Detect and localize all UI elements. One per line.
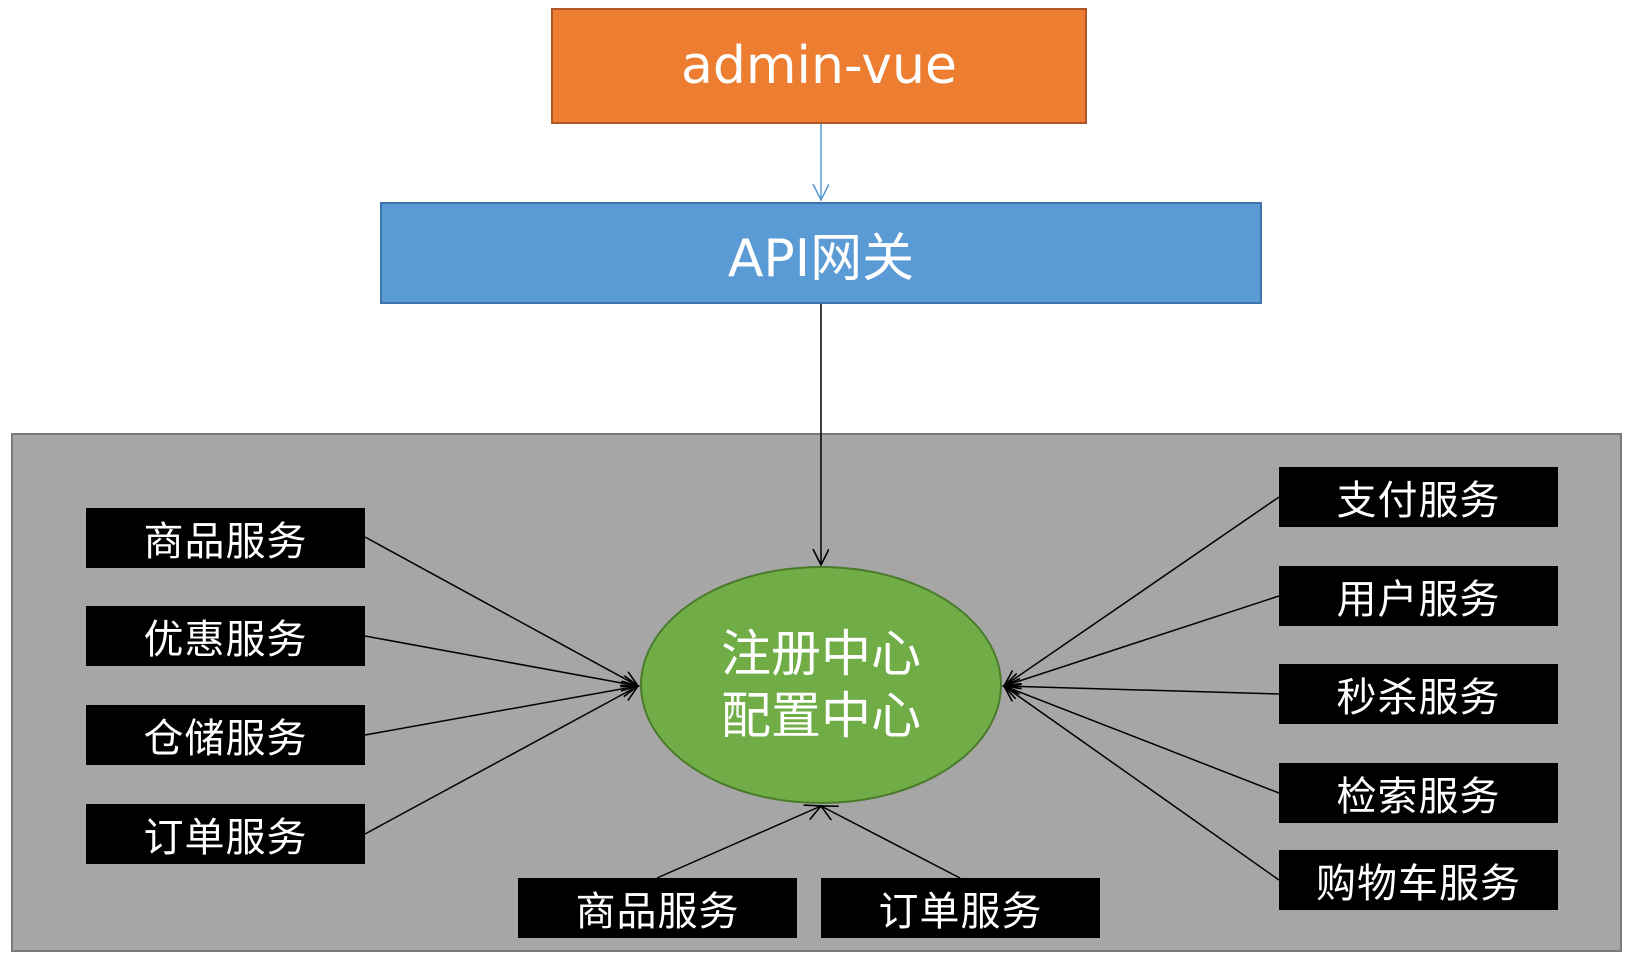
center-line-1: 注册中心 [721, 625, 921, 683]
service-bottom-product: 商品服务 [518, 878, 797, 938]
registry-config-center: 注册中心 配置中心 [640, 566, 1002, 804]
api-gateway-box: API网关 [380, 202, 1262, 304]
service-left-product: 商品服务 [86, 508, 365, 568]
center-line-2: 配置中心 [721, 687, 921, 745]
service-right-cart: 购物车服务 [1279, 850, 1558, 910]
client-admin-vue-box: admin-vue [551, 8, 1087, 124]
service-right-user: 用户服务 [1279, 566, 1558, 626]
service-left-warehouse: 仓储服务 [86, 705, 365, 765]
service-right-seckill: 秒杀服务 [1279, 664, 1558, 724]
service-left-coupon: 优惠服务 [86, 606, 365, 666]
service-right-search: 检索服务 [1279, 763, 1558, 823]
service-left-order: 订单服务 [86, 804, 365, 864]
service-bottom-order: 订单服务 [821, 878, 1100, 938]
service-right-payment: 支付服务 [1279, 467, 1558, 527]
